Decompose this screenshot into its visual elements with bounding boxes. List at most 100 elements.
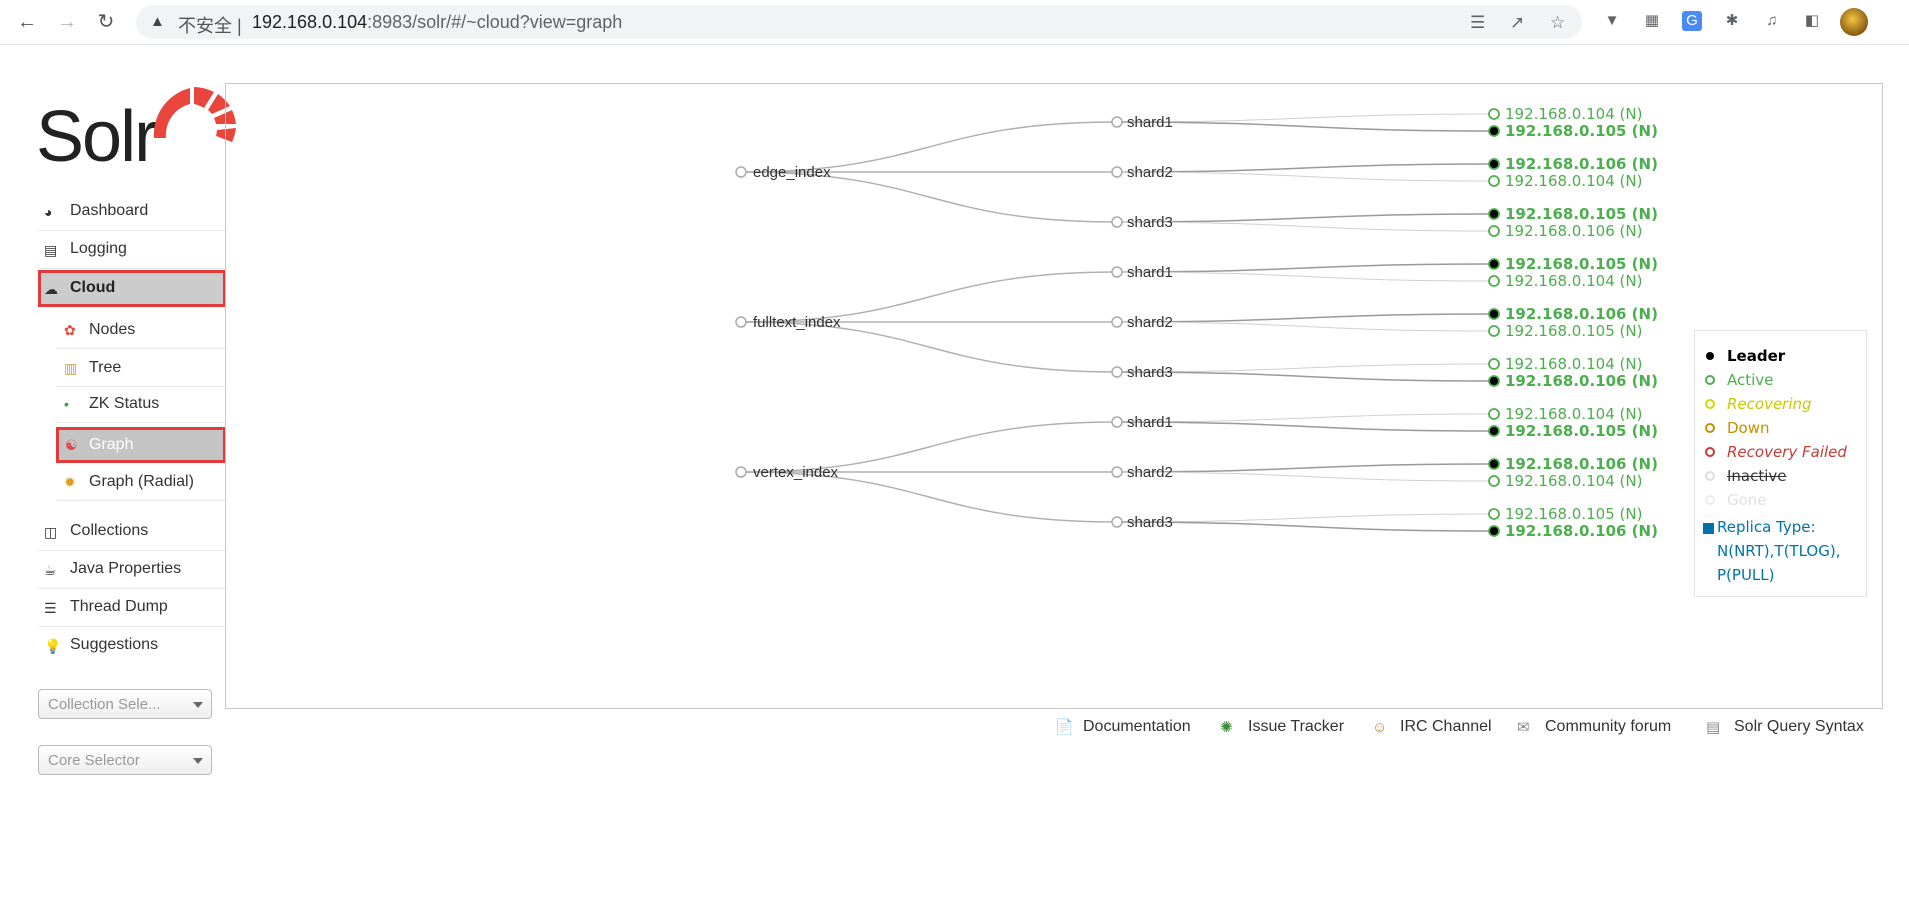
shard-node[interactable] xyxy=(1111,216,1123,228)
back-arrow-icon[interactable]: ← xyxy=(17,11,37,33)
collection-node[interactable] xyxy=(735,316,747,328)
sidebar-item-graph[interactable]: ☯ Graph xyxy=(56,427,226,463)
replica-label[interactable]: 192.168.0.106 (N) xyxy=(1505,372,1658,390)
replica-label[interactable]: 192.168.0.104 (N) xyxy=(1505,405,1642,423)
shard-node[interactable] xyxy=(1111,166,1123,178)
sidebar-item-graph-radial[interactable]: ✹ Graph (Radial) xyxy=(56,464,226,501)
replica-leader-node[interactable] xyxy=(1488,375,1500,387)
replica-label[interactable]: 192.168.0.105 (N) xyxy=(1505,322,1642,340)
replica-leader-node[interactable] xyxy=(1488,458,1500,470)
shard-node[interactable] xyxy=(1111,116,1123,128)
media-control-icon[interactable]: ♫ xyxy=(1766,12,1778,29)
solr-logo[interactable]: Solr xyxy=(36,82,236,177)
shard-node[interactable] xyxy=(1111,416,1123,428)
lightbulb-icon: 💡 xyxy=(44,638,62,654)
reload-icon[interactable]: ↻ xyxy=(97,11,115,33)
replica-label[interactable]: 192.168.0.106 (N) xyxy=(1505,455,1658,473)
replica-leader-node[interactable] xyxy=(1488,525,1500,537)
extensions-puzzle-icon[interactable]: ✱ xyxy=(1725,12,1739,29)
graph-link xyxy=(740,271,1118,323)
replica-label[interactable]: 192.168.0.105 (N) xyxy=(1505,122,1658,140)
share-icon[interactable]: ↗ xyxy=(1510,13,1525,32)
sidebar-item-dashboard[interactable]: ◕ Dashboard xyxy=(38,194,226,231)
sidebar-item-collections[interactable]: ◫ Collections xyxy=(38,514,226,551)
graph-link xyxy=(1116,313,1495,323)
sidebar-item-nodes[interactable]: ✿ Nodes xyxy=(56,312,226,349)
shard-node[interactable] xyxy=(1111,366,1123,378)
shard-label[interactable]: shard3 xyxy=(1127,364,1173,381)
replica-label[interactable]: 192.168.0.106 (N) xyxy=(1505,305,1658,323)
shard-label[interactable]: shard2 xyxy=(1127,314,1173,331)
sidebar-item-tree[interactable]: ▥ Tree xyxy=(56,350,226,387)
graph-link xyxy=(1116,121,1495,132)
replica-label[interactable]: 192.168.0.106 (N) xyxy=(1505,222,1642,240)
sidebar-item-java-properties[interactable]: ☕ Java Properties xyxy=(38,552,226,589)
replica-label[interactable]: 192.168.0.104 (N) xyxy=(1505,472,1642,490)
replica-label[interactable]: 192.168.0.104 (N) xyxy=(1505,105,1642,123)
address-bar[interactable]: ▲ 不安全 | 192.168.0.104:8983/solr/#/~cloud… xyxy=(136,5,1582,39)
sidebar-item-suggestions[interactable]: 💡 Suggestions xyxy=(44,636,159,654)
replica-label[interactable]: 192.168.0.106 (N) xyxy=(1505,522,1658,540)
extension-window-icon[interactable]: ▦ xyxy=(1644,12,1660,29)
replica-type-values-2: P(PULL) xyxy=(1717,566,1775,584)
collection-node[interactable] xyxy=(735,466,747,478)
side-panel-icon[interactable]: ◧ xyxy=(1804,12,1820,29)
warning-icon: ▲ xyxy=(150,13,165,30)
shard-label[interactable]: shard1 xyxy=(1127,264,1173,281)
shard-node[interactable] xyxy=(1111,466,1123,478)
replica-label[interactable]: 192.168.0.105 (N) xyxy=(1505,205,1658,223)
collection-label[interactable]: vertex_index xyxy=(753,464,839,481)
replica-node[interactable] xyxy=(1488,108,1500,120)
replica-leader-node[interactable] xyxy=(1488,125,1500,137)
core-selector[interactable]: Core Selector xyxy=(38,745,212,775)
collection-label[interactable]: edge_index xyxy=(753,164,831,181)
shard-label[interactable]: shard1 xyxy=(1127,114,1173,131)
profile-avatar[interactable] xyxy=(1840,8,1868,36)
bookmark-star-icon[interactable]: ☆ xyxy=(1550,13,1566,32)
extension-vue-icon[interactable]: ▼ xyxy=(1604,12,1620,29)
replica-node[interactable] xyxy=(1488,325,1500,337)
replica-node[interactable] xyxy=(1488,408,1500,420)
sidebar-item-thread-dump[interactable]: ☰ Thread Dump xyxy=(38,590,226,627)
replica-node[interactable] xyxy=(1488,358,1500,370)
url-text[interactable]: 192.168.0.104:8983/solr/#/~cloud?view=gr… xyxy=(252,12,623,32)
replica-label[interactable]: 192.168.0.104 (N) xyxy=(1505,172,1642,190)
collection-label[interactable]: fulltext_index xyxy=(753,314,841,331)
replica-label[interactable]: 192.168.0.105 (N) xyxy=(1505,422,1658,440)
replica-leader-node[interactable] xyxy=(1488,208,1500,220)
collection-selector[interactable]: Collection Sele... xyxy=(38,689,212,719)
shard-label[interactable]: shard3 xyxy=(1127,214,1173,231)
sidebar-item-logging[interactable]: ▤ Logging xyxy=(38,232,226,269)
shard-label[interactable]: shard1 xyxy=(1127,414,1173,431)
replica-label[interactable]: 192.168.0.105 (N) xyxy=(1505,505,1642,523)
sidebar-item-cloud[interactable]: ☁ Cloud xyxy=(38,270,226,307)
replica-node[interactable] xyxy=(1488,175,1500,187)
graph-icon: ☯ xyxy=(65,437,78,453)
cloud-icon: ☁ xyxy=(44,281,58,297)
replica-leader-node[interactable] xyxy=(1488,258,1500,270)
replica-leader-node[interactable] xyxy=(1488,308,1500,320)
shard-node[interactable] xyxy=(1111,316,1123,328)
shard-label[interactable]: shard3 xyxy=(1127,514,1173,531)
extension-translate-icon[interactable]: G xyxy=(1682,11,1702,31)
collection-node[interactable] xyxy=(735,166,747,178)
shard-node[interactable] xyxy=(1111,266,1123,278)
replica-node[interactable] xyxy=(1488,475,1500,487)
replica-node[interactable] xyxy=(1488,225,1500,237)
browser-toolbar: ← → ↻ ▲ 不安全 | 192.168.0.104:8983/solr/#/… xyxy=(0,0,1909,45)
shard-node[interactable] xyxy=(1111,516,1123,528)
replica-leader-node[interactable] xyxy=(1488,425,1500,437)
shard-label[interactable]: shard2 xyxy=(1127,164,1173,181)
replica-node[interactable] xyxy=(1488,508,1500,520)
translate-icon[interactable]: ☰ xyxy=(1470,13,1486,32)
replica-label[interactable]: 192.168.0.104 (N) xyxy=(1505,272,1642,290)
replica-label[interactable]: 192.168.0.106 (N) xyxy=(1505,155,1658,173)
replica-label[interactable]: 192.168.0.105 (N) xyxy=(1505,255,1658,273)
replica-leader-node[interactable] xyxy=(1488,158,1500,170)
sidebar-item-zk-status[interactable]: • ZK Status xyxy=(56,386,226,423)
shard-label[interactable]: shard2 xyxy=(1127,464,1173,481)
replica-node[interactable] xyxy=(1488,275,1500,287)
forward-arrow-icon[interactable]: → xyxy=(57,11,77,33)
replica-label[interactable]: 192.168.0.104 (N) xyxy=(1505,355,1642,373)
